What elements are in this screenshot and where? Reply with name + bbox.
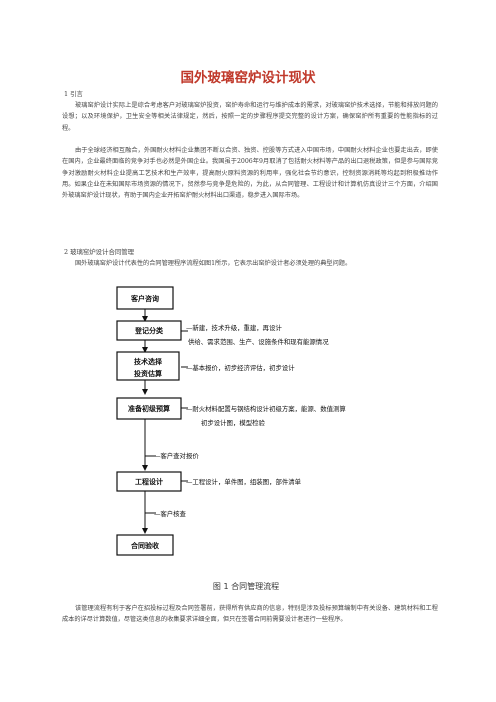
section-1-heading: 1 引言 xyxy=(64,90,83,98)
section-2-heading: 2 玻璃窑炉设计合同管理 xyxy=(64,248,135,256)
note-register-2: 供给、需求范围、生产、设施条件和现有能源情况 xyxy=(188,337,329,346)
note-register-1: —新建，技术升级，重建，再设计 xyxy=(186,323,282,332)
section-1-paragraph-1: 玻璃窑炉设计实际上是综合考虑客户对玻璃窑炉投资，窑炉寿命和运行与维护成本的需求，… xyxy=(62,102,438,132)
page-title: 国外玻璃窑炉设计现状 xyxy=(180,70,316,86)
box-register-classify xyxy=(116,320,182,341)
footer-paragraph: 该管理流程有利于客户在招投标过程及合同签署前，获得所有供应商的信息，特别是涉及投… xyxy=(62,605,438,624)
box-tech-selection xyxy=(116,351,180,381)
note-review: —客户核查 xyxy=(154,509,187,518)
note-engineering: —工程设计，单件图，组装图，部件清单 xyxy=(186,477,302,486)
box-engineering-design xyxy=(116,471,182,492)
label-investment-estimate: 投资估算 xyxy=(134,369,162,378)
box-customer-consult xyxy=(116,286,174,310)
note-budget-2: 初步设计图，模型检验 xyxy=(201,418,266,427)
section-1-paragraph-2: 由于全球经济相互融合，外国耐火材料企业集团不断以合资、独资、控股等方式进入中国市… xyxy=(62,147,438,200)
label-prepare-budget: 准备初级预算 xyxy=(128,404,170,413)
label-contract-acceptance: 合同验收 xyxy=(130,541,160,550)
box-prepare-budget xyxy=(116,397,182,420)
label-tech-selection: 技术选择 xyxy=(134,357,163,366)
note-quote: —客户查对报价 xyxy=(154,451,199,460)
label-engineering-design: 工程设计 xyxy=(135,477,163,486)
section-2-paragraph-1: 国外玻璃窑炉设计代表性的合同管理程序流程如图1所示，它表示出窑炉设计者必须处理的… xyxy=(75,260,352,267)
box-contract-acceptance xyxy=(116,534,174,556)
note-tech: —基本报价，初步经济评估，初步设计 xyxy=(186,363,295,372)
label-customer-consult: 客户咨询 xyxy=(130,294,159,303)
note-budget-1: —耐火材料配置与钢结构设计初级方案，能源、数值测算 xyxy=(186,404,346,413)
figure-caption: 图 1 合同管理流程 xyxy=(213,581,279,591)
label-register-classify: 登记分类 xyxy=(134,326,164,335)
